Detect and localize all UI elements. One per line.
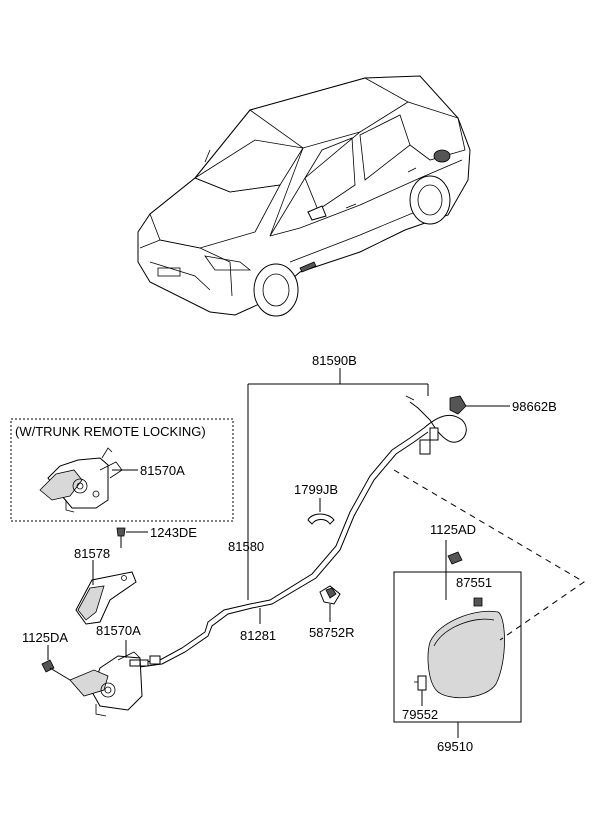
label-81578: 81578: [74, 546, 110, 561]
label-69510: 69510: [437, 739, 473, 754]
release-lever-cover-81578: [75, 560, 137, 625]
label-81590B: 81590B: [312, 353, 357, 368]
bolt-1125DA: [41, 645, 71, 681]
label-81580: 81580: [228, 539, 264, 554]
option-box-label: (W/TRUNK REMOTE LOCKING): [15, 424, 206, 439]
fuel-filler-door-box-69510: [393, 571, 522, 738]
label-1799JB: 1799JB: [294, 482, 338, 497]
dashed-reference-line: [393, 469, 585, 641]
screw-1243DE: [116, 527, 148, 548]
trunk-remote-locking-option-box: (W/TRUNK REMOTE LOCKING): [10, 418, 234, 522]
screw-1125AD: [445, 540, 463, 600]
label-79552: 79552: [402, 707, 438, 722]
label-81570A-top: 81570A: [140, 463, 185, 478]
release-handle-81570A-bottom: [69, 640, 143, 717]
release-cable-81281: [131, 395, 467, 669]
label-81570A-bottom: 81570A: [96, 623, 141, 638]
cable-clip-1799JB: [307, 498, 335, 525]
label-98662B: 98662B: [512, 399, 557, 414]
label-58752R: 58752R: [309, 625, 355, 640]
sedan-car-illustration: [137, 75, 471, 317]
part-number-labels: 81590B 98662B 81570A 1799JB 1243DE 81578…: [22, 353, 557, 754]
label-1125AD: 1125AD: [430, 522, 476, 537]
cable-clip-98662B: [449, 395, 510, 415]
label-87551: 87551: [456, 575, 492, 590]
assembly-bracket-81590B: [247, 368, 429, 600]
cable-clip-58752R: [319, 585, 341, 622]
label-1243DE: 1243DE: [150, 525, 197, 540]
label-81281: 81281: [240, 628, 276, 643]
label-1125DA: 1125DA: [22, 630, 68, 645]
trunk-latch-81570A-top: [39, 447, 123, 513]
